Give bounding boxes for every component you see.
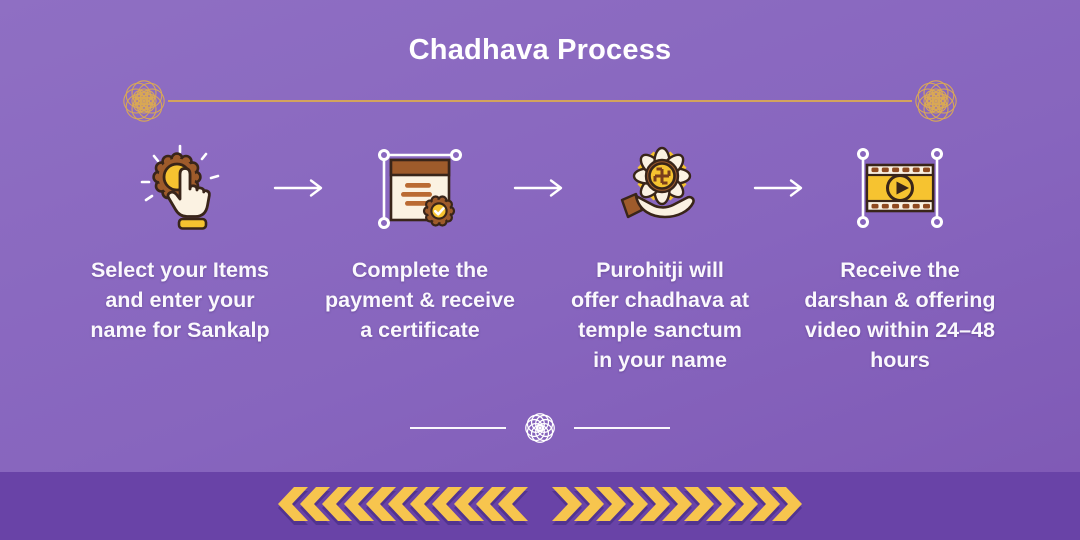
purohit-offering-icon [610, 138, 710, 238]
rosette-ornament-right-icon [915, 80, 957, 122]
divider-line-left [410, 427, 506, 429]
arrow-right-icon [512, 177, 568, 199]
step-caption: Complete the payment & receive a certifi… [324, 258, 515, 342]
payment-certificate-icon [370, 138, 470, 238]
divider-line-right [574, 427, 670, 429]
process-steps: Select your Items and enter your name fo… [0, 138, 1080, 408]
arrow-right-icon [752, 177, 808, 199]
bottom-ornamental-divider [0, 409, 1080, 447]
step-payment-certificate: Complete the payment & receive a certifi… [305, 138, 535, 345]
step-caption: Receive the darshan & offering video wit… [804, 258, 996, 372]
step-caption: Purohitji will offer chadhava at temple … [570, 258, 750, 372]
footer-band [0, 472, 1080, 540]
chevron-banner-icon [278, 487, 802, 525]
step-darshan-video: Receive the darshan & offering video wit… [785, 138, 1015, 375]
page-title: Chadhava Process [408, 34, 672, 66]
step-caption: Select your Items and enter your name fo… [90, 258, 270, 342]
top-ornamental-divider [120, 77, 960, 125]
rosette-ornament-small-icon [525, 413, 555, 443]
step-purohit-offering: Purohitji will offer chadhava at temple … [545, 138, 775, 375]
arrow-right-icon [272, 177, 328, 199]
step-select-items: Select your Items and enter your name fo… [65, 138, 295, 345]
rosette-ornament-left-icon [123, 80, 165, 122]
darshan-video-icon [850, 138, 950, 238]
ornament-gold-line [168, 100, 912, 102]
select-items-icon [130, 138, 230, 238]
